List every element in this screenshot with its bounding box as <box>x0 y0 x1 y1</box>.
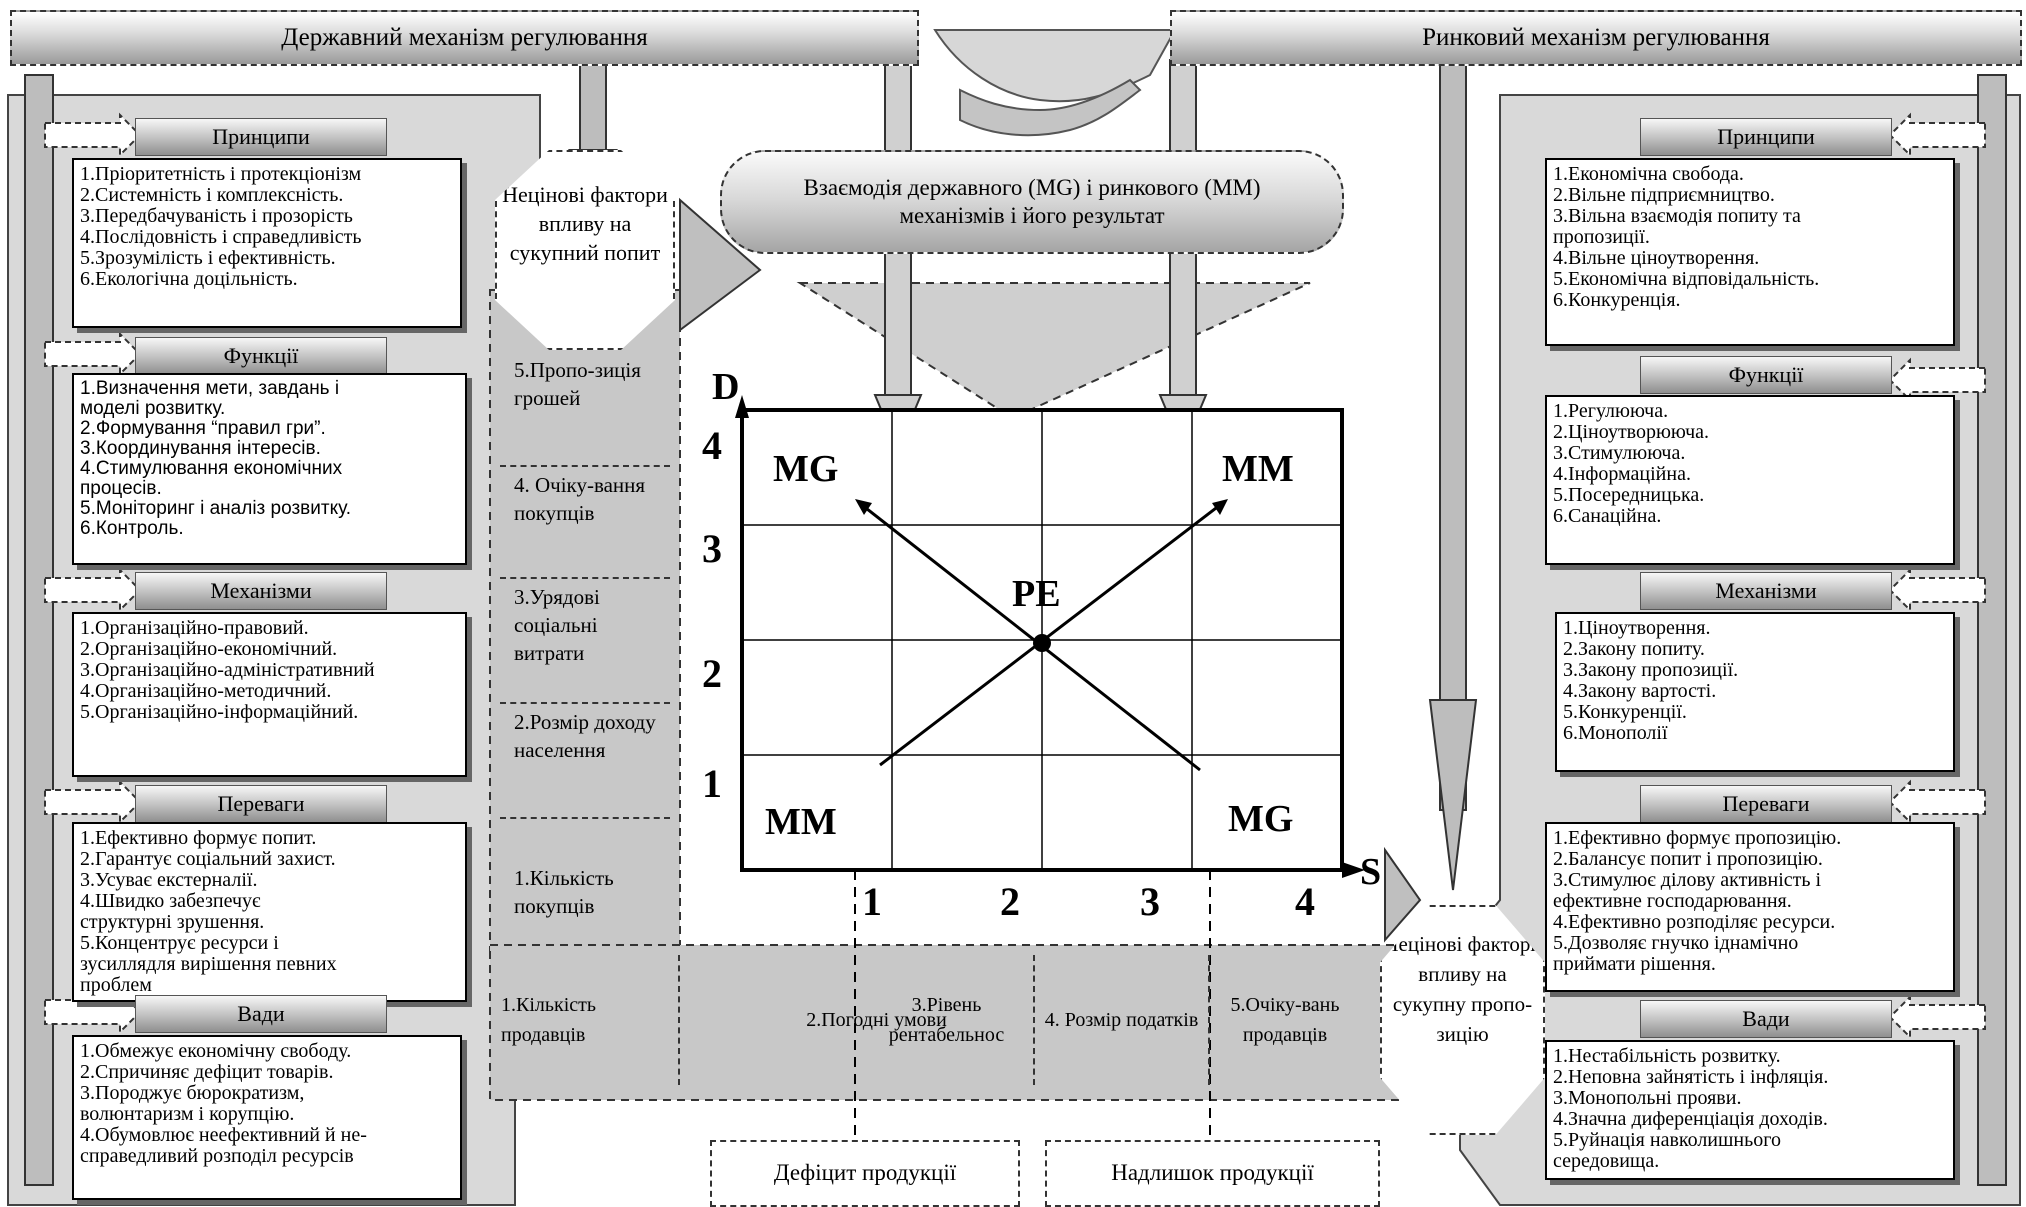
x-tick: 3 <box>1140 878 1160 925</box>
corner-label-top-left: MG <box>773 447 838 491</box>
x-axis-label: S <box>1360 850 1381 894</box>
equilibrium-label: PE <box>1012 572 1061 616</box>
corner-label-top-right: MM <box>1222 447 1294 491</box>
y-tick: 3 <box>702 525 722 572</box>
y-tick: 2 <box>702 650 722 697</box>
y-tick: 4 <box>702 422 722 469</box>
x-tick: 2 <box>1000 878 1020 925</box>
x-tick: 1 <box>862 878 882 925</box>
y-axis-label: D <box>712 365 739 409</box>
equilibrium-point <box>1033 634 1051 652</box>
corner-label-bottom-right: MG <box>1228 797 1293 841</box>
x-tick: 4 <box>1295 878 1315 925</box>
corner-label-bottom-left: MM <box>765 800 837 844</box>
y-tick: 1 <box>702 760 722 807</box>
